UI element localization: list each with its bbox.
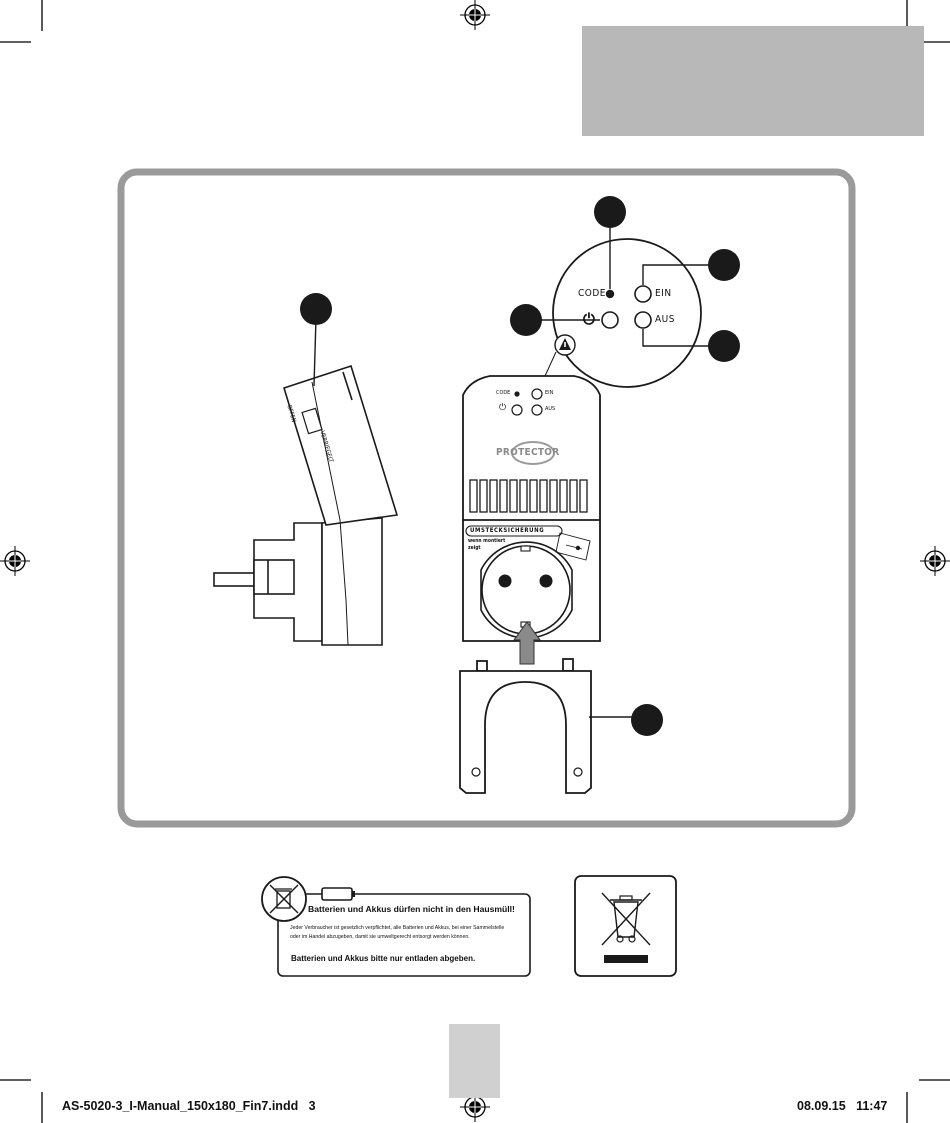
sticker-text-2: zeigt (468, 545, 481, 551)
zoom-ein-label: EIN (655, 288, 672, 299)
callout-marker-6 (708, 330, 740, 362)
sticker-text-1: wenn montiert (468, 538, 506, 544)
callout-marker-3 (708, 249, 740, 281)
device-power-symbol: ⏻ (499, 403, 507, 413)
front-view-device (462, 375, 601, 642)
side-view-device (213, 364, 399, 646)
registration-mark-bottom (460, 1092, 490, 1122)
registration-mark-top (460, 0, 490, 30)
battery-notice-heading: Batterien und Akkus dürfen nicht in den … (308, 904, 515, 914)
footer-file-name: AS-5020-3_I-Manual_150x180_Fin7.indd 3 (62, 1099, 316, 1113)
device-aus-label: AUS (545, 406, 556, 412)
callout-marker-5 (631, 704, 663, 736)
device-brand-logo: PROTECTOR (496, 447, 560, 458)
section-tab (582, 26, 924, 136)
battery-notice-body-2: oder im Handel abzugeben, damit sie umwe… (290, 934, 470, 940)
device-code-label: CODE (496, 390, 511, 396)
battery-notice-body-1: Jeder Verbraucher ist gesetzlich verpfli… (290, 925, 505, 931)
zoom-power-symbol: ⏻ (583, 310, 595, 328)
callout-marker-1 (300, 293, 332, 325)
battery-notice-footer: Batterien und Akkus bitte nur entladen a… (291, 954, 476, 963)
device-ein-label: EIN (545, 390, 554, 396)
weee-bin-icon (574, 875, 677, 977)
callout-marker-4 (510, 304, 542, 336)
battery-notice-box (261, 876, 531, 977)
registration-mark-right (920, 546, 950, 576)
footer-date-time: 08.09.15 11:47 (797, 1099, 888, 1113)
callout-marker-2 (594, 196, 626, 228)
page-number-tab (449, 1024, 500, 1098)
zoom-code-label: CODE (578, 288, 606, 299)
zoom-aus-label: AUS (655, 314, 675, 325)
sticker-title: UMSTECKSICHERUNG (470, 527, 545, 534)
led-zoom-circle (552, 238, 702, 388)
lock-clip (459, 658, 592, 794)
registration-mark-left (0, 546, 30, 576)
insert-arrow (513, 621, 541, 665)
